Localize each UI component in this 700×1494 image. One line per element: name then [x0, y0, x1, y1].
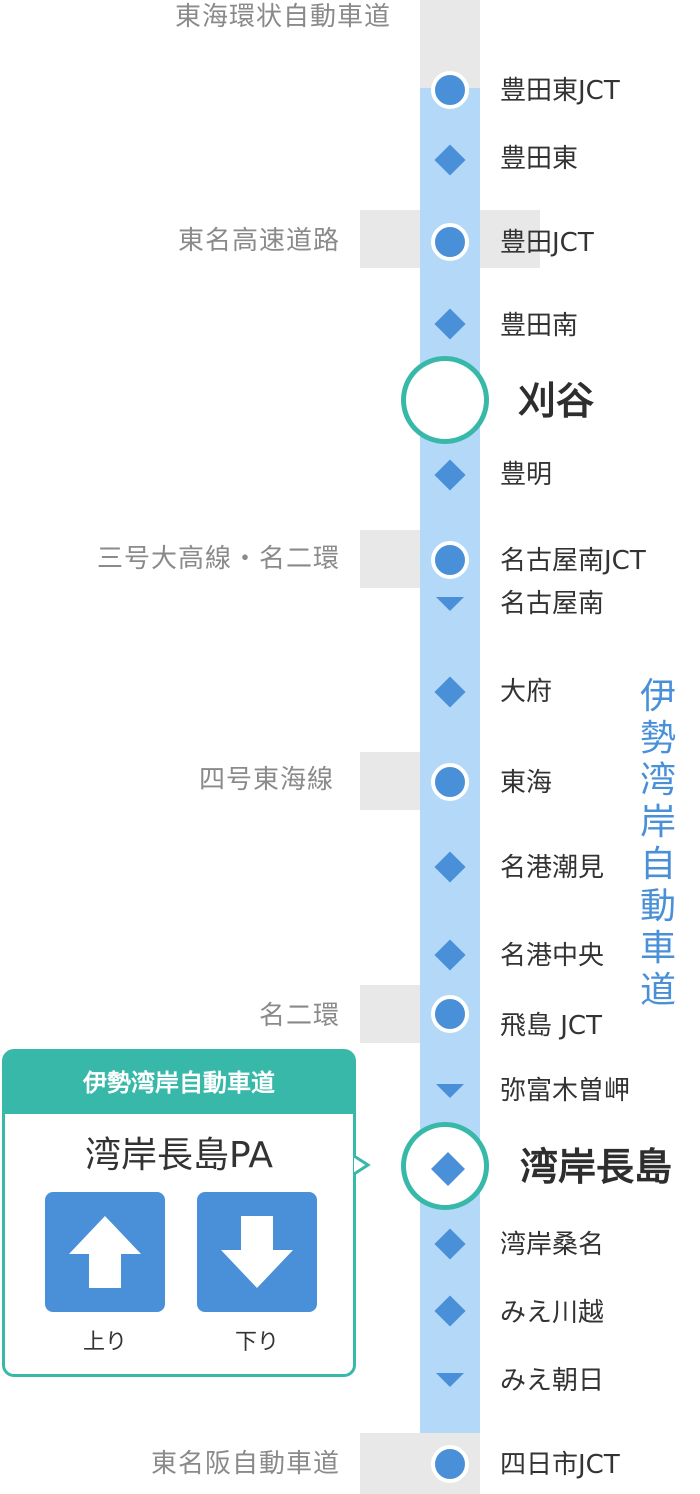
pa-info-popup: 伊勢湾岸自動車道 湾岸長島PA 上り 下り	[2, 1049, 356, 1377]
arrow-up-icon	[69, 1216, 141, 1288]
down-direction-label: 下り	[234, 1330, 279, 1355]
stop-label-yatomikisosaki[interactable]: 弥富木曽岬	[500, 1076, 631, 1106]
popup-header: 伊勢湾岸自動車道	[5, 1052, 353, 1114]
stop-label-nagoyaminami[interactable]: 名古屋南	[500, 589, 605, 619]
half-ic-marker-nagoyaminami[interactable]	[436, 597, 464, 611]
stop-label-toyoake[interactable]: 豊明	[500, 460, 553, 490]
arrow-down-icon	[221, 1216, 293, 1288]
stop-label-tokai[interactable]: 東海	[500, 768, 553, 798]
bottom-road-label: 東名阪自動車道	[150, 1449, 340, 1479]
ic-marker-wangannagashima	[431, 1152, 465, 1186]
jct-marker-toyota[interactable]	[431, 223, 469, 261]
sango-band	[360, 530, 420, 588]
stop-label-mieasahi[interactable]: みえ朝日	[500, 1366, 605, 1396]
major-marker-kariya[interactable]	[401, 356, 489, 444]
stop-label-wangankuwana[interactable]: 湾岸桑名	[500, 1230, 605, 1260]
jct-marker-tokai[interactable]	[431, 763, 469, 801]
stop-label-meikoshiomi[interactable]: 名港潮見	[500, 853, 605, 883]
route-name-vertical: 伊勢湾岸自動車道	[639, 676, 676, 1011]
major-marker-wangannagashima[interactable]	[401, 1122, 489, 1210]
stop-label-nagoyaminami-jct[interactable]: 名古屋南JCT	[500, 546, 646, 576]
tomeihan-band	[360, 1433, 420, 1494]
popup-title: 湾岸長島PA	[84, 1135, 274, 1176]
jct-marker-yokkaichi[interactable]	[431, 1445, 469, 1483]
half-ic-marker-mieasahi[interactable]	[436, 1373, 464, 1387]
stop-label-kariya[interactable]: 刈谷	[518, 379, 595, 423]
stop-label-yokkaichi-jct[interactable]: 四日市JCT	[500, 1450, 620, 1480]
meinikan-band	[360, 985, 420, 1043]
stop-label-wangannagashima[interactable]: 湾岸長島	[520, 1145, 673, 1189]
stop-label-obu[interactable]: 大府	[500, 677, 553, 707]
jct-marker-tobishima[interactable]	[431, 995, 469, 1033]
stop-label-toyota-jct[interactable]: 豊田JCT	[500, 228, 594, 258]
half-ic-marker-yatomi[interactable]	[436, 1084, 464, 1098]
stop-label-toyotahigashi-jct[interactable]: 豊田東JCT	[500, 76, 620, 106]
up-direction-button[interactable]	[45, 1192, 165, 1312]
top-road-label: 東海環状自動車道	[175, 2, 392, 32]
tomei-band-right	[480, 210, 540, 268]
up-direction-label: 上り	[82, 1330, 127, 1355]
tomei-band	[360, 210, 420, 268]
stop-label-meikochuo[interactable]: 名港中央	[500, 941, 605, 971]
down-direction-button[interactable]	[197, 1192, 317, 1312]
jct-marker-toyotahigashi[interactable]	[431, 71, 469, 109]
stop-label-toyotahigashi[interactable]: 豊田東	[500, 144, 579, 174]
sango-label: 三号大高線・名二環	[96, 544, 340, 574]
yongo-label: 四号東海線	[198, 765, 334, 795]
stop-label-toyotaminami[interactable]: 豊田南	[500, 311, 579, 341]
meinikan-label: 名二環	[258, 1001, 340, 1031]
jct-marker-nagoyaminami[interactable]	[431, 541, 469, 579]
stop-label-miekawagoe[interactable]: みえ川越	[500, 1298, 605, 1328]
yongo-band	[360, 752, 420, 810]
tomei-label: 東名高速道路	[177, 226, 340, 256]
popup-pointer	[354, 1156, 371, 1174]
stop-label-tobishima-jct[interactable]: 飛島 JCT	[500, 1011, 602, 1041]
